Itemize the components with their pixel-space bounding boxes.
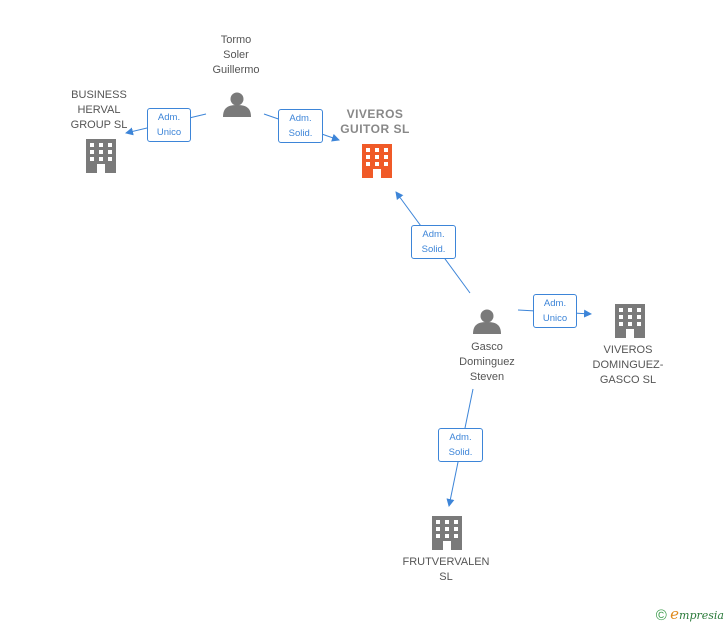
- node-label-viveros-dominguez-gasco[interactable]: VIVEROS DOMINGUEZ- GASCO SL: [592, 344, 664, 386]
- person-icon[interactable]: [473, 309, 501, 335]
- copyright-icon: ©: [655, 607, 667, 624]
- edge-label-adm-unico: Adm. Unico: [147, 108, 191, 142]
- edge-label-adm-solid: Adm. Solid.: [438, 428, 483, 462]
- node-label-gasco-dominguez-steven[interactable]: Gasco Dominguez Steven: [459, 341, 515, 383]
- building-icon[interactable]: [615, 304, 645, 338]
- brand-name: mpresia: [679, 609, 724, 622]
- node-label-business-herval-group[interactable]: BUSINESS HERVAL GROUP SL: [70, 89, 128, 131]
- building-icon[interactable]: [86, 139, 116, 173]
- node-label-frutvervalen[interactable]: FRUTVERVALEN SL: [402, 556, 490, 583]
- building-icon[interactable]: [432, 516, 462, 550]
- node-label-tormo-soler-guillermo[interactable]: Tormo Soler Guillermo: [212, 34, 260, 76]
- edge-label-adm-unico: Adm. Unico: [533, 294, 577, 328]
- edge-label-adm-solid: Adm. Solid.: [411, 225, 456, 259]
- brand-initial: e: [670, 605, 680, 623]
- node-label-viveros-guitor[interactable]: VIVEROS GUITOR SL: [340, 107, 410, 136]
- edge-label-adm-solid: Adm. Solid.: [278, 109, 323, 143]
- building-icon[interactable]: [362, 144, 392, 178]
- empresia-watermark: © empresia: [656, 605, 724, 624]
- person-icon[interactable]: [223, 92, 251, 118]
